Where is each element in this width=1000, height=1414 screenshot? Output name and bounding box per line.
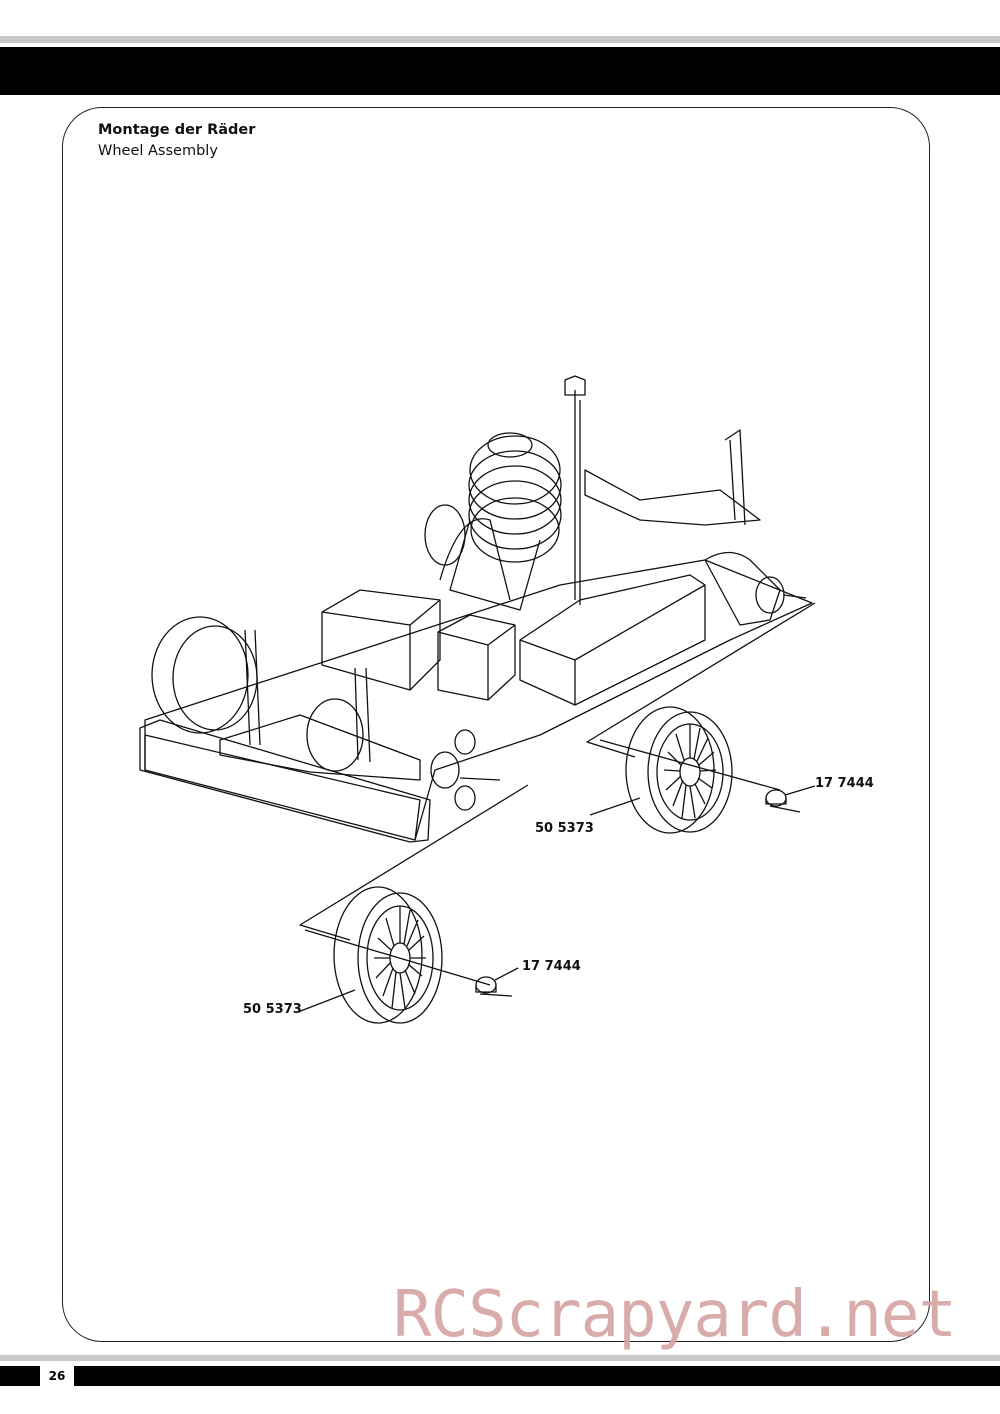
page-number: 26: [40, 1366, 74, 1386]
part-number-wheel-front: 50 5373: [243, 1002, 302, 1017]
watermark: RCScrapyard.net: [393, 1278, 957, 1352]
header-rule: [0, 36, 1000, 43]
part-number-nut-rear: 17 7444: [815, 776, 874, 791]
footer-rule: [0, 1355, 1000, 1361]
engine-cooling-head: [468, 432, 562, 563]
header-bar: [0, 47, 1000, 95]
front-bumper: [139, 719, 431, 843]
footer-bar: [0, 1366, 1000, 1386]
part-number-nut-front: 17 7444: [522, 959, 581, 974]
part-number-wheel-rear: 50 5373: [535, 821, 594, 836]
front-left-wheel: [151, 616, 249, 734]
section-title-english: Wheel Assembly: [98, 143, 218, 159]
radio-box: [321, 589, 441, 691]
front-wheel-exploded: [297, 886, 519, 1024]
battery-box: [519, 574, 706, 706]
chassis-plate: [144, 559, 813, 841]
rear-shock-tower: [584, 469, 761, 526]
section-title-german: Montage der Räder: [98, 122, 256, 138]
rear-wheel-exploded: [589, 706, 816, 834]
content-frame: [62, 107, 930, 1342]
